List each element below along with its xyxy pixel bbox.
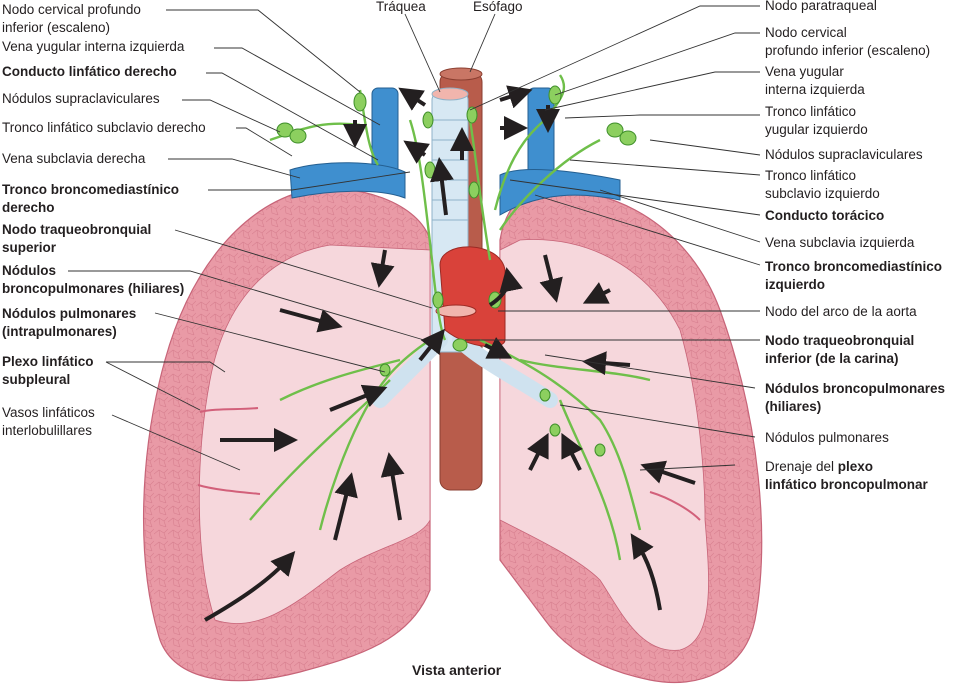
label-left-jugular-trunk: Tronco linfático yugular izquierdo — [765, 104, 868, 137]
label-superior-tracheobronchial-node: Nodo traqueobronquial superior — [2, 222, 152, 255]
label-thoracic-duct: Conducto torácico — [765, 208, 885, 223]
label-right-lymphatic-duct: Conducto linfático derecho — [2, 64, 177, 79]
label-right-supraclavicular-nodes: Nódulos supraclaviculares — [2, 91, 160, 106]
label-left-internal-jugular-vein: Vena yugular interna izquierda — [2, 39, 185, 54]
label-right-scalene-node: Nodo cervical profundo inferior (escalen… — [2, 2, 141, 35]
label-esophagus: Esófago — [473, 0, 523, 14]
label-right-side-internal-jugular-vein: Vena yugular interna izquierda — [765, 64, 865, 97]
label-left-scalene-node: Nodo cervical profundo inferior (escalen… — [765, 25, 931, 58]
label-bronchopulmonary-plexus-drainage: Drenaje del plexo linfático broncopulmon… — [765, 459, 928, 492]
label-trachea: Tráquea — [376, 0, 426, 14]
label-paratracheal-node: Nodo paratraqueal — [765, 0, 877, 13]
label-left-bronchopulmonary-nodes: Nódulos broncopulmonares (hiliares) — [765, 381, 946, 414]
label-pulmonary-nodes: Nódulos pulmonares — [765, 430, 889, 445]
label-left-supraclavicular-nodes: Nódulos supraclaviculares — [765, 147, 923, 162]
left-lung — [499, 189, 763, 684]
figure-caption: Vista anterior — [412, 662, 502, 678]
label-right-bronchomediastinal-trunk: Tronco broncomediastínico derecho — [2, 182, 180, 215]
leader-lines — [68, 5, 761, 471]
label-left-subclavian-vein: Vena subclavia izquierda — [765, 235, 915, 250]
label-interlobular-vessels: Vasos linfáticos interlobulillares — [2, 405, 95, 438]
label-right-bronchopulmonary-nodes: Nódulos broncopulmonares (hiliares) — [2, 263, 185, 296]
label-inferior-tracheobronchial-node: Nodo traqueobronquial inferior (de la ca… — [765, 333, 915, 366]
right-lung — [142, 188, 431, 682]
label-left-bronchomediastinal-trunk: Tronco broncomediastínico izquierdo — [765, 259, 943, 292]
label-left-subclavian-trunk: Tronco linfático subclavio izquierdo — [765, 168, 880, 201]
label-right-subclavian-vein: Vena subclavia derecha — [2, 151, 146, 166]
label-right-subclavian-trunk: Tronco linfático subclavio derecho — [2, 120, 206, 135]
label-subpleural-plexus: Plexo linfático subpleural — [2, 354, 94, 387]
flow-arrows — [204, 85, 696, 622]
label-aortic-arch-node: Nodo del arco de la aorta — [765, 304, 917, 319]
label-intrapulmonary-nodes: Nódulos pulmonares (intrapulmonares) — [2, 306, 137, 339]
